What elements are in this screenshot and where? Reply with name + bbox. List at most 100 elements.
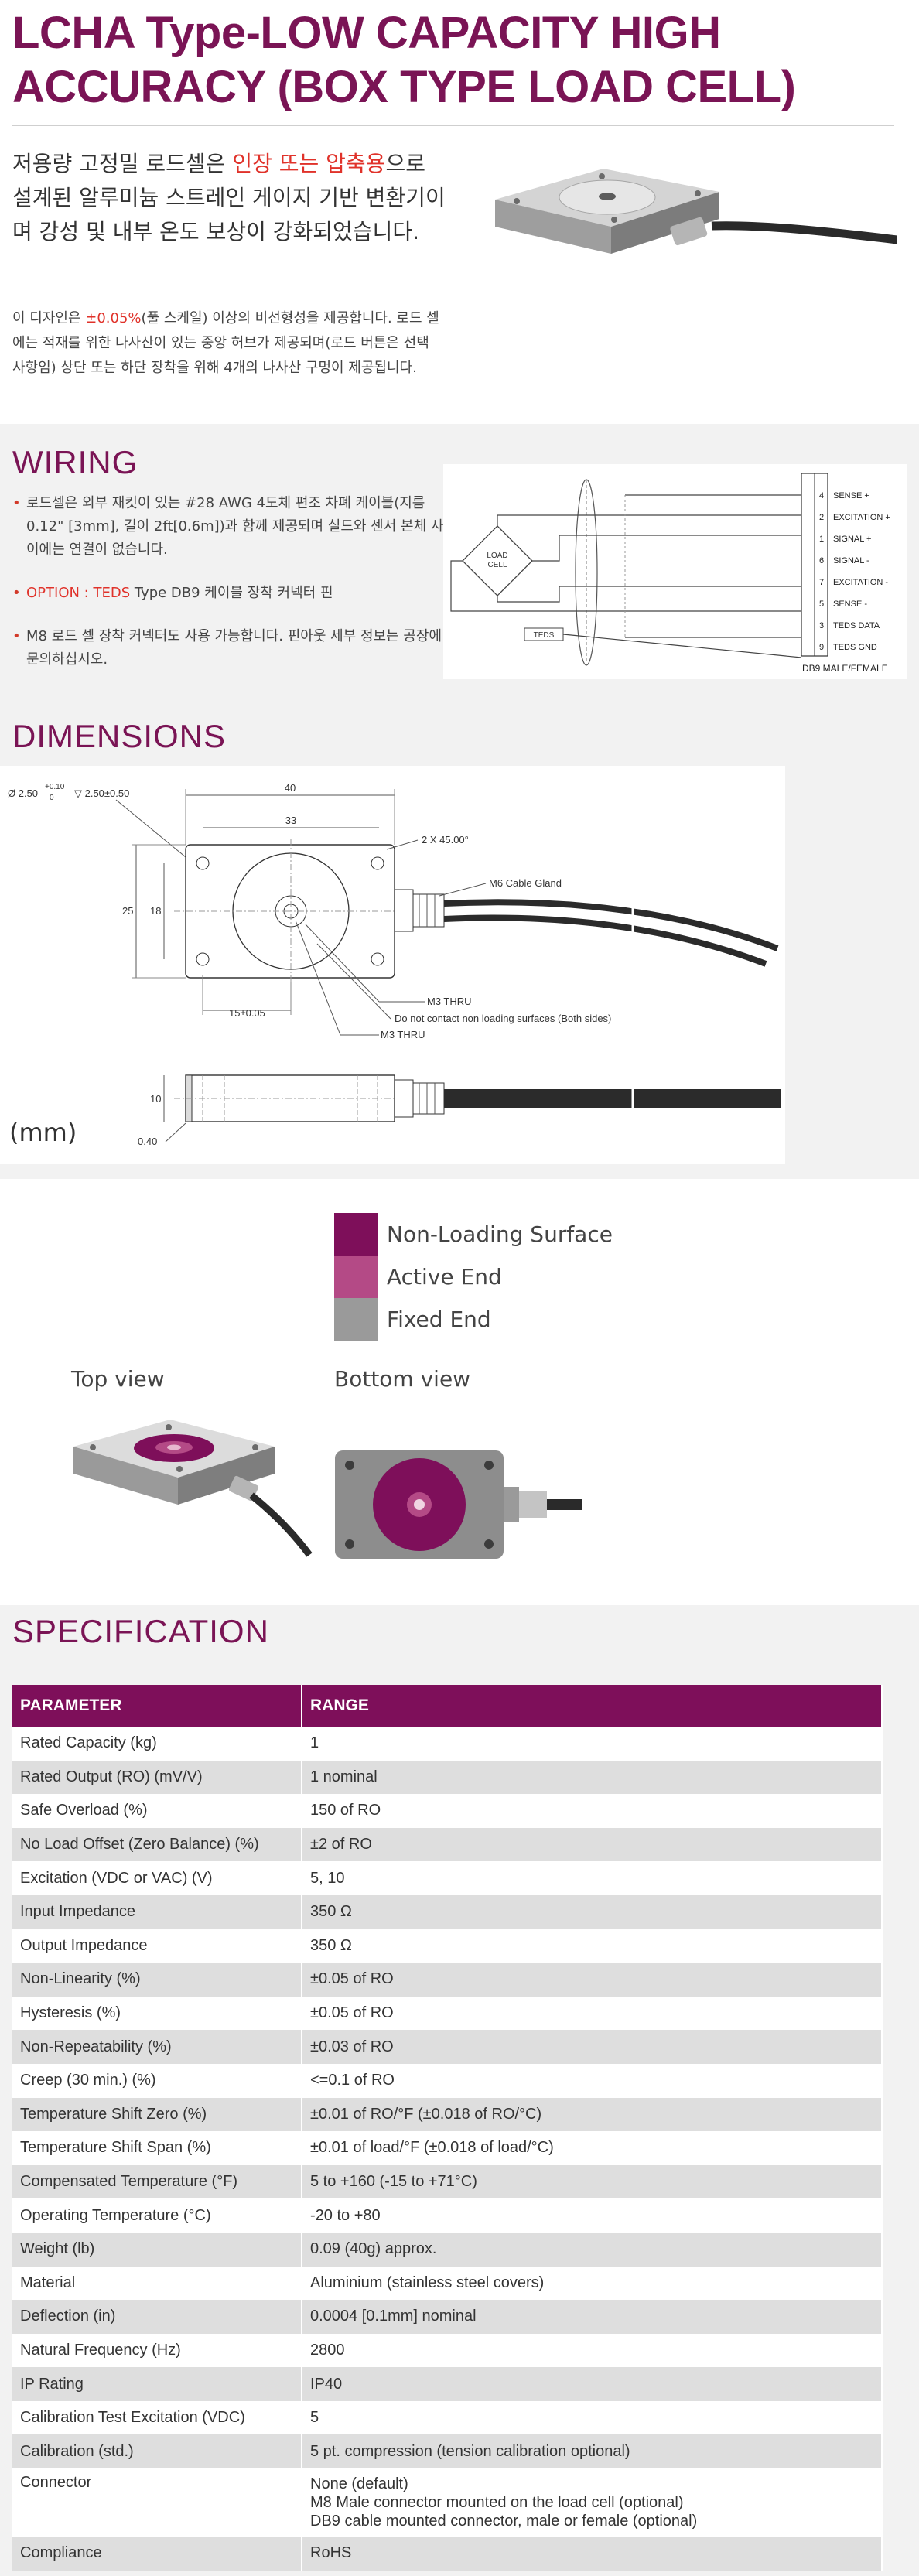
wiring-note-option: OPTION : TEDS Type DB9 케이블 장착 커넥터 핀: [12, 582, 446, 605]
table-row: Weight (lb)0.09 (40g) approx.: [12, 2232, 883, 2267]
wiring-title: WIRING: [12, 444, 138, 480]
bottom-view-label: Bottom view: [334, 1366, 471, 1392]
spec-parameter-connector: Connector: [12, 2468, 302, 2537]
dimensions-unit-label: (mm): [9, 1118, 77, 1147]
spec-value: 350 Ω: [302, 1894, 883, 1929]
spec-parameter: Material: [12, 2266, 302, 2301]
pin-number-4: 6: [819, 556, 824, 565]
legend-label-non-loading: Non-Loading Surface: [387, 1221, 613, 1247]
pin-label-6: SENSE -: [833, 600, 867, 609]
height-18-label: 18: [150, 905, 161, 917]
chamfer-label: 2 X 45.00°: [422, 834, 469, 846]
top-view-image: [73, 1420, 313, 1557]
spec-parameter: Non-Linearity (%): [12, 1963, 302, 1997]
table-row: Safe Overload (%)150 of RO: [12, 1794, 883, 1828]
spec-parameter: No Load Offset (Zero Balance) (%): [12, 1827, 302, 1862]
width-40-label: 40: [285, 782, 296, 794]
table-row: Creep (30 min.) (%)<=0.1 of RO: [12, 2063, 883, 2098]
spec-value: 5: [302, 2400, 883, 2435]
table-row: Compensated Temperature (°F)5 to +160 (-…: [12, 2164, 883, 2199]
table-row: Rated Capacity (kg)1: [12, 1727, 883, 1761]
spec-value-compliance: RoHS: [302, 2537, 883, 2571]
pin-label-3: SIGNAL +: [833, 535, 871, 544]
bottom-view-image: [335, 1450, 582, 1559]
offset-15-label: 15±0.05: [229, 1007, 265, 1019]
legend-swatch-non-loading: [334, 1213, 378, 1256]
table-row: Rated Output (RO) (mV/V)1 nominal: [12, 1760, 883, 1795]
pin-label-2: EXCITATION +: [833, 513, 890, 522]
spec-value: 5 pt. compression (tension calibration o…: [302, 2434, 883, 2469]
spec-value: 1: [302, 1727, 883, 1761]
spec-value-connector: None (default) M8 Male connector mounted…: [302, 2468, 883, 2537]
spec-value: 0.09 (40g) approx.: [302, 2232, 883, 2267]
connector-option-2: M8 Male connector mounted on the load ce…: [310, 2494, 684, 2512]
intro-body: 이 디자인은 ±0.05%(풀 스케일) 이상의 비선형성을 제공합니다. 로드…: [12, 306, 446, 381]
spec-parameter: Calibration Test Excitation (VDC): [12, 2400, 302, 2435]
width-33-label: 33: [285, 815, 296, 826]
spec-value: -20 to +80: [302, 2198, 883, 2233]
spec-value: 350 Ω: [302, 1929, 883, 1963]
spec-parameter: Non-Repeatability (%): [12, 2030, 302, 2064]
page-title: LCHA Type-LOW CAPACITY HIGH ACCURACY (BO…: [12, 8, 796, 112]
wiring-note-m8: M8 로드 셀 장착 커넥터도 사용 가능합니다. 핀아웃 세부 정보는 공장에…: [12, 625, 446, 671]
spec-parameter: Weight (lb): [12, 2232, 302, 2267]
table-row: No Load Offset (Zero Balance) (%)±2 of R…: [12, 1827, 883, 1862]
pin-number-7: 3: [819, 621, 824, 630]
table-row: Non-Repeatability (%)±0.03 of RO: [12, 2030, 883, 2064]
specification-title: SPECIFICATION: [12, 1613, 269, 1649]
intro-body-text-2: (풀 스케일) 이상의 비선형성을 제공합니다. 로드 셀에는 적재를 위한 나…: [12, 310, 439, 376]
dimensions-drawing-panel: Ø 2.50 +0.10 0 ▽ 2.50±0.50 40 33 2 X 45.…: [0, 766, 785, 1164]
intro-lead-text-2: 으로 설계된 알루미늄 스트레인 게이지 기반 변환기이며 강성 및 내부 온도…: [12, 151, 446, 244]
spec-value: Aluminium (stainless steel covers): [302, 2266, 883, 2301]
spec-value: ±0.01 of RO/°F (±0.018 of RO/°C): [302, 2097, 883, 2132]
legend-item-fixed-end: Fixed End: [334, 1298, 613, 1341]
dimensions-drawing: Ø 2.50 +0.10 0 ▽ 2.50±0.50 40 33 2 X 45.…: [8, 782, 781, 1147]
table-row: Operating Temperature (°C)-20 to +80: [12, 2198, 883, 2233]
connector-option-1: None (default): [310, 2475, 408, 2493]
spec-parameter: Compensated Temperature (°F): [12, 2164, 302, 2199]
spec-value: 150 of RO: [302, 1794, 883, 1828]
pin-number-8: 9: [819, 643, 824, 652]
wiring-note-cable: 로드셀은 외부 재킷이 있는 #28 AWG 4도체 편조 차폐 케이블(지름 …: [12, 492, 446, 562]
spec-parameter: IP Rating: [12, 2367, 302, 2401]
spec-value: ±0.05 of RO: [302, 1963, 883, 1997]
pin-number-6: 5: [819, 600, 824, 609]
table-row: Calibration (std.)5 pt. compression (ten…: [12, 2434, 883, 2469]
top-view-label: Top view: [71, 1366, 165, 1392]
table-row: Natural Frequency (Hz)2800: [12, 2333, 883, 2368]
spec-parameter: Rated Output (RO) (mV/V): [12, 1760, 302, 1795]
height-25-label: 25: [122, 905, 133, 917]
spec-value: 0.0004 [0.1mm] nominal: [302, 2300, 883, 2334]
header-parameter: PARAMETER: [12, 1685, 302, 1727]
spec-parameter: Input Impedance: [12, 1894, 302, 1929]
legend-swatch-active-end: [334, 1256, 378, 1298]
intro-lead: 저용량 고정밀 로드셀은 인장 또는 압축용으로 설계된 알루미늄 스트레인 게…: [12, 147, 446, 249]
header-range: RANGE: [302, 1685, 883, 1727]
hole-depth-label: ▽ 2.50±0.50: [74, 787, 129, 799]
teds-label: TEDS: [534, 631, 555, 640]
spec-value: ±0.05 of RO: [302, 1996, 883, 2031]
pin-label-1: SENSE +: [833, 491, 869, 501]
table-row: Temperature Shift Span (%)±0.01 of load/…: [12, 2131, 883, 2165]
spec-value: ±2 of RO: [302, 1827, 883, 1862]
dimensions-title: DIMENSIONS: [12, 718, 227, 754]
pin-number-2: 2: [819, 513, 824, 522]
spec-parameter: Operating Temperature (°C): [12, 2198, 302, 2233]
spec-parameter: Hysteresis (%): [12, 1996, 302, 2031]
load-cell-label-1: LOAD: [487, 552, 507, 560]
spec-parameter: Safe Overload (%): [12, 1794, 302, 1828]
spec-value: ±0.01 of load/°F (±0.018 of load/°C): [302, 2131, 883, 2165]
spec-parameter: Excitation (VDC or VAC) (V): [12, 1861, 302, 1895]
intro-lead-highlight: 인장 또는 압축용: [232, 151, 386, 176]
legend-label-fixed-end: Fixed End: [387, 1307, 491, 1332]
spec-value: 2800: [302, 2333, 883, 2368]
table-row: Connector None (default) M8 Male connect…: [12, 2468, 883, 2537]
spec-parameter: Temperature Shift Zero (%): [12, 2097, 302, 2132]
title-divider: [12, 125, 894, 126]
height-10-label: 10: [150, 1093, 161, 1105]
spec-value: IP40: [302, 2367, 883, 2401]
spec-parameter: Natural Frequency (Hz): [12, 2333, 302, 2368]
